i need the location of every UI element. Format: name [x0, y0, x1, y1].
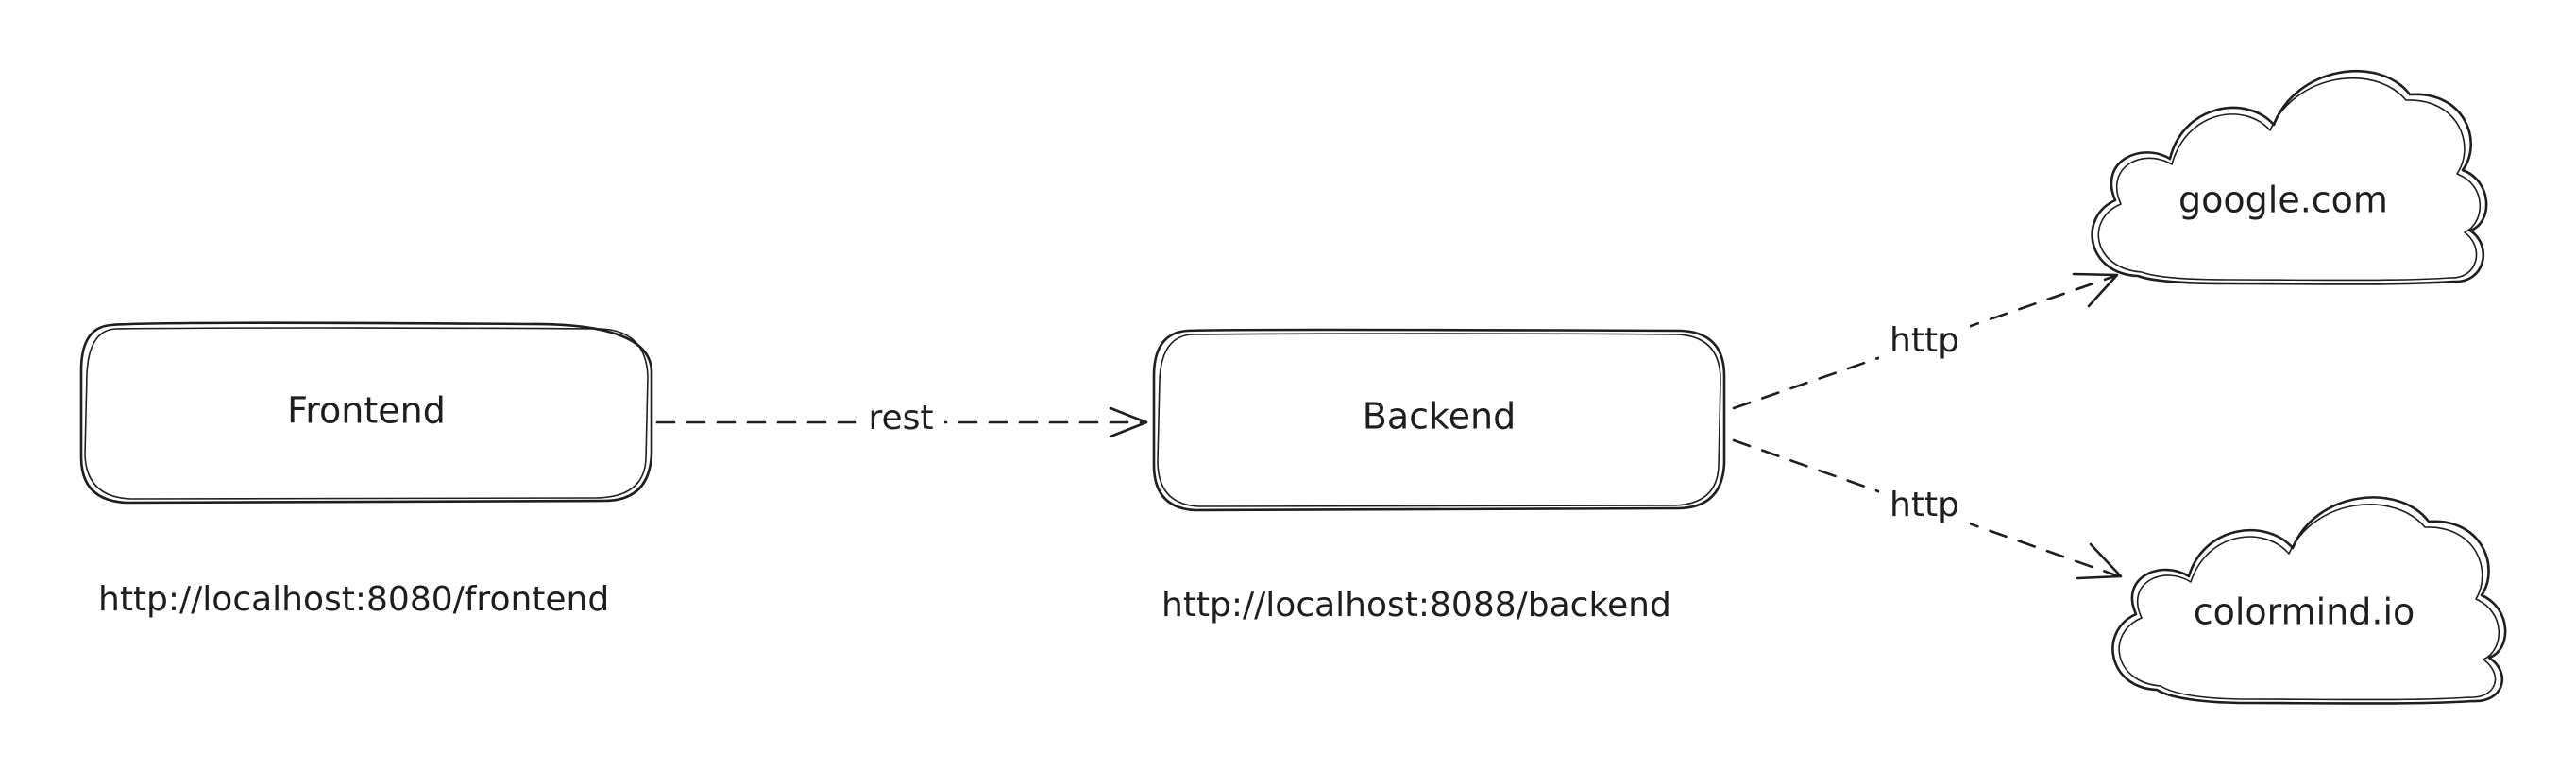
edge-backend-colormind[interactable]: http: [1732, 438, 2123, 580]
edge-backend-google[interactable]: http: [1732, 272, 2119, 410]
edge-http-colormind-label: http: [1890, 486, 1959, 524]
backend-label: Backend: [1363, 396, 1516, 437]
edge-rest-label: rest: [868, 399, 933, 437]
colormind-cloud-outline: [2111, 496, 2507, 705]
arrowhead-icon: [1109, 406, 1148, 438]
edge-rest-label-bg: [857, 399, 944, 444]
backend-node[interactable]: Backend: [1152, 328, 1726, 512]
colormind-label: colormind.io: [2194, 591, 2415, 633]
colormind-cloud-node[interactable]: colormind.io: [2111, 496, 2507, 705]
arrowhead-icon: [2076, 542, 2123, 580]
google-cloud-node[interactable]: google.com: [2091, 69, 2488, 285]
frontend-box-outline: [79, 321, 653, 505]
google-cloud-outline-2: [2097, 77, 2482, 282]
edge-backend-colormind-line: [1732, 438, 2121, 578]
edge-http-colormind-label-bg: [1879, 484, 1970, 533]
edge-http-google-label: http: [1890, 321, 1959, 360]
frontend-label: Frontend: [287, 390, 446, 432]
arrowhead-icon: [2072, 272, 2119, 308]
frontend-url-label: http://localhost:8080/frontend: [98, 580, 609, 619]
frontend-box-outline-2: [84, 327, 649, 500]
backend-url-label: http://localhost:8088/backend: [1161, 586, 1671, 625]
edge-frontend-backend[interactable]: rest: [655, 399, 1148, 444]
frontend-node[interactable]: Frontend: [79, 321, 653, 505]
backend-box-outline-2: [1157, 333, 1721, 507]
google-label: google.com: [2178, 180, 2388, 221]
edge-http-google-label-bg: [1879, 319, 1970, 368]
edge-backend-google-line: [1732, 274, 2117, 410]
google-cloud-outline: [2091, 69, 2488, 285]
colormind-cloud-outline-2: [2118, 504, 2500, 701]
backend-box-outline: [1152, 328, 1726, 512]
